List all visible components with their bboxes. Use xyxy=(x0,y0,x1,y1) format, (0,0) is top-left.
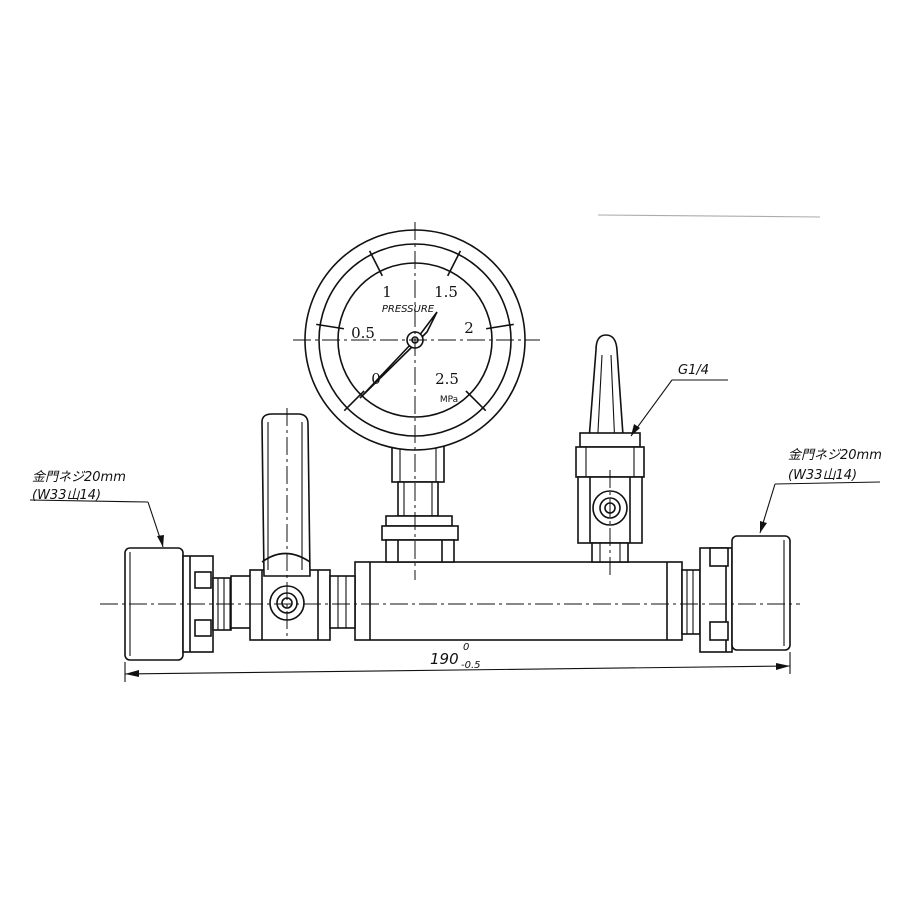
gauge-ticks xyxy=(316,250,514,412)
gauge-scale-label: 0.5 xyxy=(351,324,375,342)
dimension-tolerance-upper: 0 xyxy=(463,642,469,653)
gauge-scale-label: 1 xyxy=(382,283,392,301)
valve-port-callout: G1/4 xyxy=(630,363,728,437)
frame-line xyxy=(597,214,821,218)
gauge-tick xyxy=(316,323,345,330)
dimension-tolerance-lower: -0.5 xyxy=(461,660,481,671)
gauge-brand-label: PRESSURE xyxy=(382,304,435,315)
right-ball-valve xyxy=(575,334,645,563)
gauge-scale-label: 0 xyxy=(371,370,381,388)
gauge-scale-label: 2 xyxy=(464,319,474,337)
left-thread-callout: 金門ネジ20mm (W33山14) xyxy=(29,469,164,548)
gauge-scale-label: 2.5 xyxy=(435,370,459,388)
left-thread-standard: (W33山14) xyxy=(32,488,101,503)
valve-port-spec: G1/4 xyxy=(678,363,709,378)
right-thread-callout: 金門ネジ20mm (W33山14) xyxy=(759,447,882,534)
right-thread-spec: 金門ネジ20mm xyxy=(788,447,882,463)
gauge-tick xyxy=(343,390,365,412)
overall-length-dimension: 190 0 -0.5 xyxy=(124,642,791,682)
right-thread-standard: (W33山14) xyxy=(788,468,857,483)
left-thread-spec: 金門ネジ20mm xyxy=(32,469,126,485)
dimension-value: 190 xyxy=(430,650,459,668)
left-ball-valve xyxy=(230,413,356,641)
right-union-nut xyxy=(681,535,791,653)
gauge-unit-label: MPa xyxy=(440,395,458,405)
gauge-tick xyxy=(446,250,462,277)
gauge-scale-label: 1.5 xyxy=(434,283,458,301)
gauge-tick xyxy=(465,390,487,412)
dimension-line xyxy=(124,665,791,675)
main-body xyxy=(354,561,683,641)
gauge-stem xyxy=(381,445,459,563)
gauge-tick xyxy=(368,250,384,277)
gauge-tick xyxy=(485,323,514,330)
